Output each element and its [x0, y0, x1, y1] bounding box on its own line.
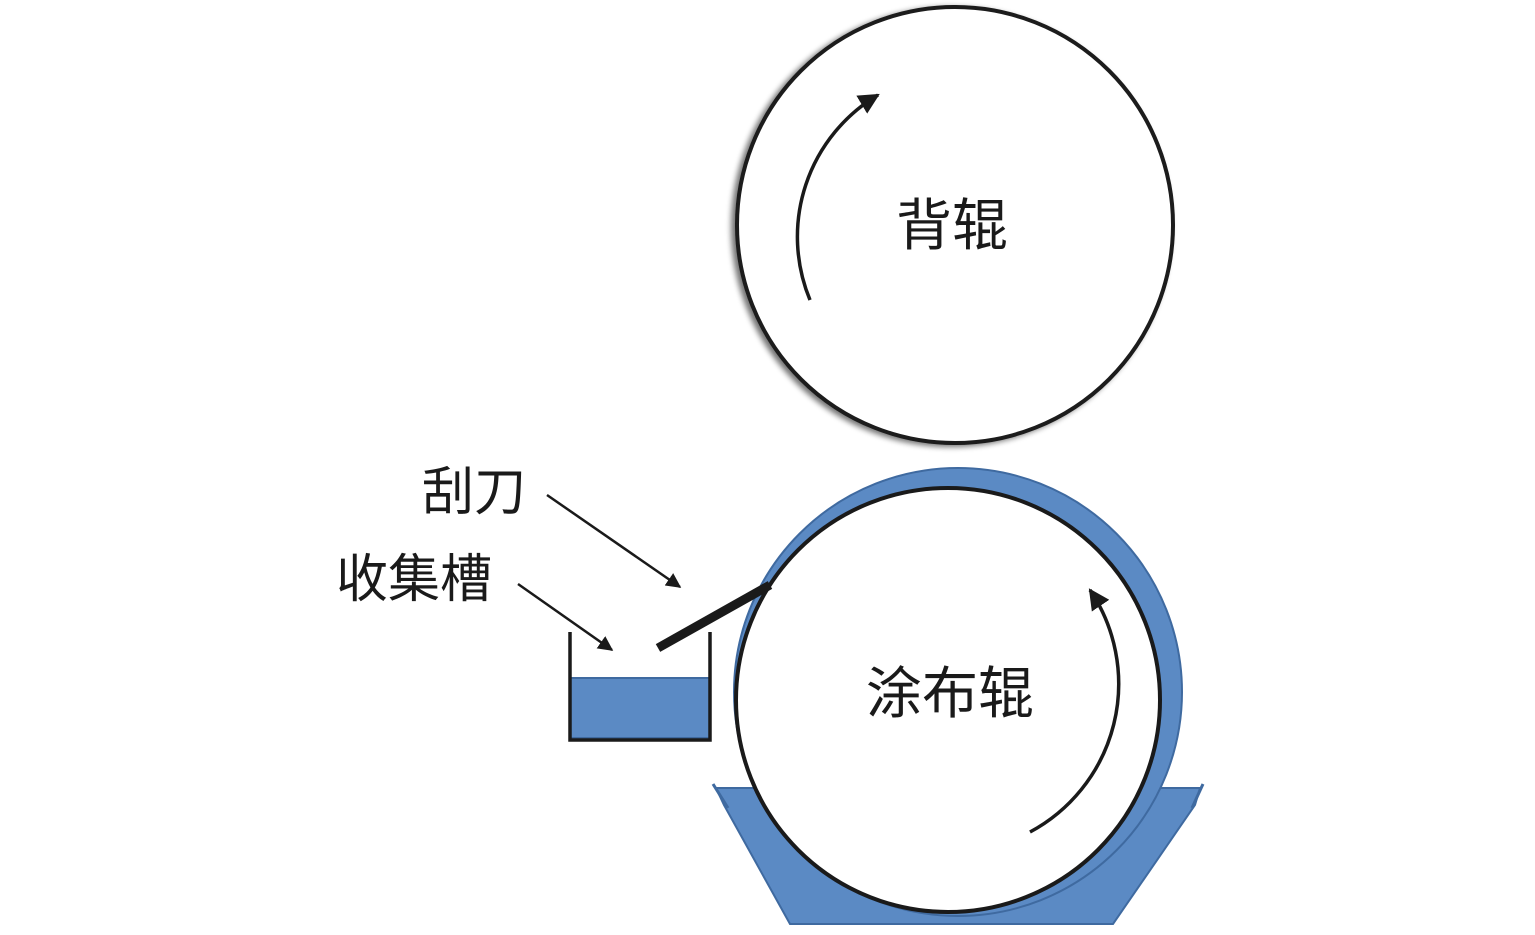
coating-pan-left-rim: [711, 783, 730, 809]
doctor-blade-pointer: [546, 493, 682, 589]
back-roller-rotation-arrow: [795, 93, 880, 301]
doctor-blade: [655, 581, 773, 652]
collection-trough-walls: [568, 632, 712, 742]
collection-trough-callout: 收集槽: [336, 550, 614, 652]
coating-roller-label: 涂布辊: [866, 662, 1034, 727]
collection-trough-pointer: [517, 582, 614, 652]
back-roller-label: 背辊: [896, 194, 1008, 259]
coating-roller-rotation-arrow: [1029, 588, 1121, 834]
doctor-blade-callout: 刮刀: [422, 463, 682, 589]
collection-trough: [568, 632, 712, 742]
back-roller-circle: [735, 5, 1175, 445]
collection-trough-liquid: [569, 677, 711, 739]
back-roller: 背辊: [735, 5, 1175, 445]
collection-trough-label: 收集槽: [336, 550, 492, 610]
coating-roller-circle: [734, 486, 1162, 914]
doctor-blade-label: 刮刀: [422, 463, 526, 523]
coating-pan-right-rim: [1190, 783, 1205, 809]
coating-roller: 涂布辊: [733, 467, 1183, 917]
